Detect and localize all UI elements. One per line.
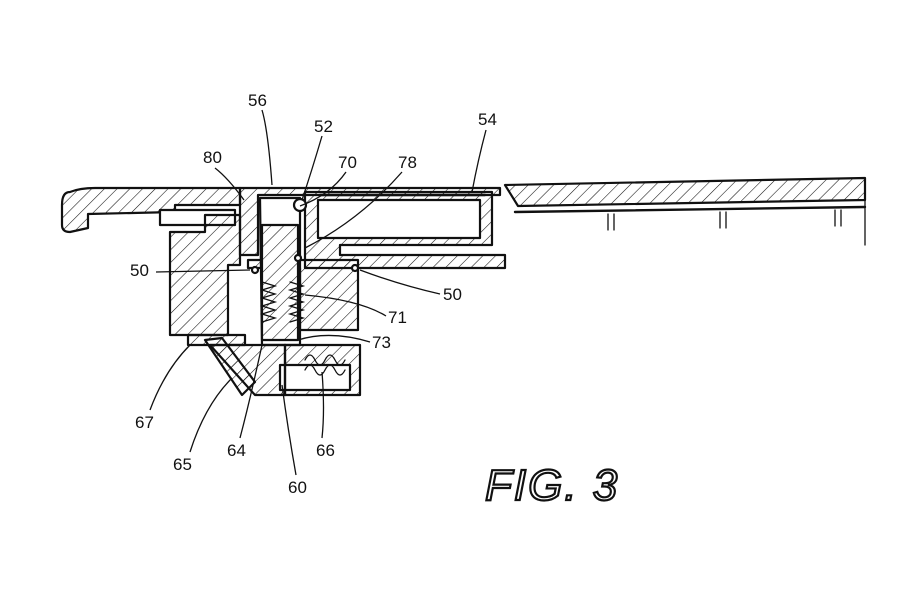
ref-56: 56 — [248, 91, 267, 110]
ref-73: 73 — [372, 333, 391, 352]
spring-66 — [304, 354, 346, 376]
main-body — [168, 213, 360, 347]
housing-plate — [503, 176, 867, 246]
ref-80: 80 — [203, 148, 222, 167]
ref-78: 78 — [398, 153, 417, 172]
upper-housing — [238, 186, 507, 270]
housing-left-lip — [60, 186, 242, 234]
ref-67: 67 — [135, 413, 154, 432]
ref-50-left: 50 — [130, 261, 149, 280]
ref-71: 71 — [388, 308, 407, 327]
ref-70: 70 — [338, 153, 357, 172]
ref-66: 66 — [316, 441, 335, 460]
ref-64: 64 — [227, 441, 246, 460]
ref-50-right: 50 — [443, 285, 462, 304]
figure-label: FIG. 3 — [485, 461, 619, 510]
ref-52: 52 — [314, 117, 333, 136]
ref-54: 54 — [478, 110, 497, 129]
ref-60: 60 — [288, 478, 307, 497]
reference-numerals: 56 52 54 80 70 78 50 50 71 73 67 64 66 6… — [130, 91, 497, 497]
ref-65: 65 — [173, 455, 192, 474]
spring-71 — [259, 281, 306, 323]
